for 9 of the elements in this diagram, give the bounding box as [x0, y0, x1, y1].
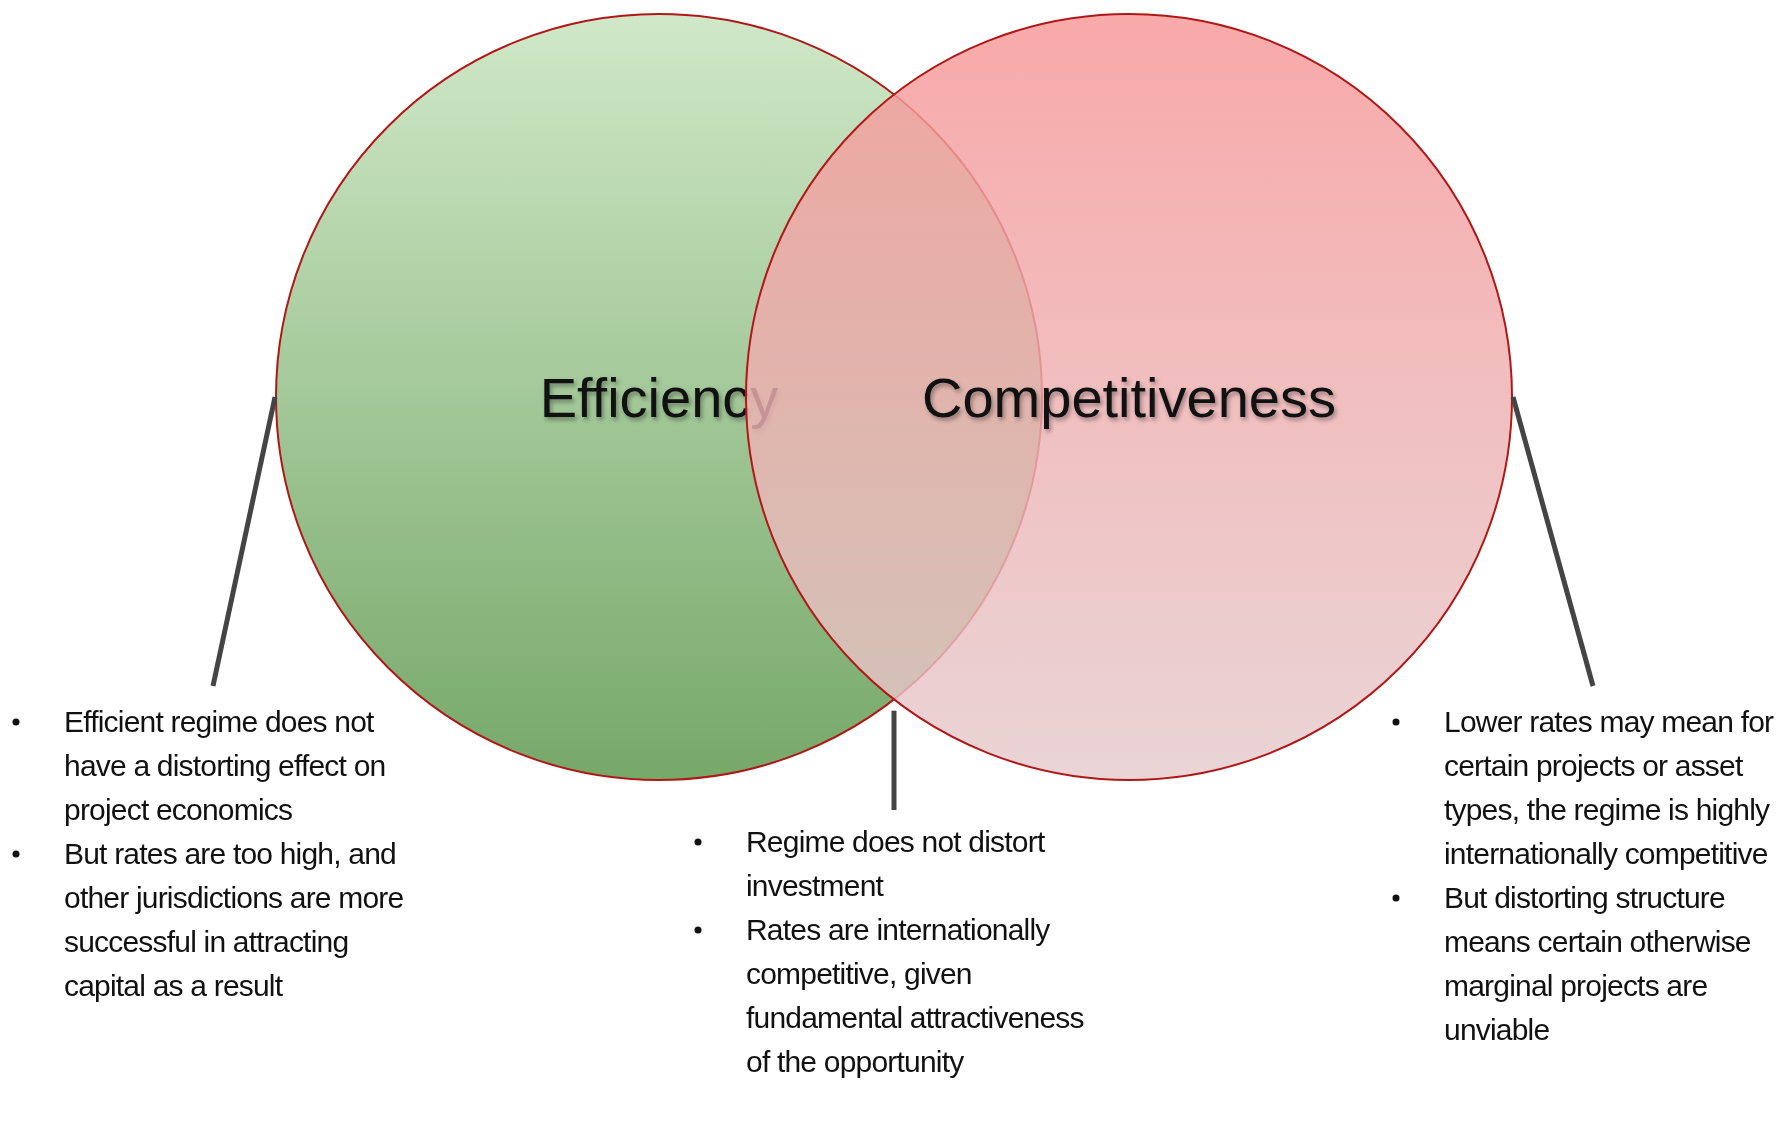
circle-label: Competitiveness [922, 364, 1336, 430]
bullet-text: Rates are internationally competitive, given fundamental attractiveness of the opportunity [746, 912, 1085, 1080]
bullet-text: Efficient regime does not have a distorting effect on project economics [64, 704, 387, 828]
bullet-text: Lower rates may mean for certain projects or asset types, the regime is highly internationally competitive [1444, 704, 1775, 872]
bullet-text: Regime does not distort investment [746, 824, 1046, 904]
bullet-text: But rates are too high, and other jurisdictions are more successful in attracting capital as a result [64, 836, 405, 1004]
bullet-text: But distorting structure means certain otherwise marginal projects are unviable [1444, 880, 1752, 1048]
leader-line [1510, 396, 1596, 687]
leader-line [210, 396, 278, 687]
